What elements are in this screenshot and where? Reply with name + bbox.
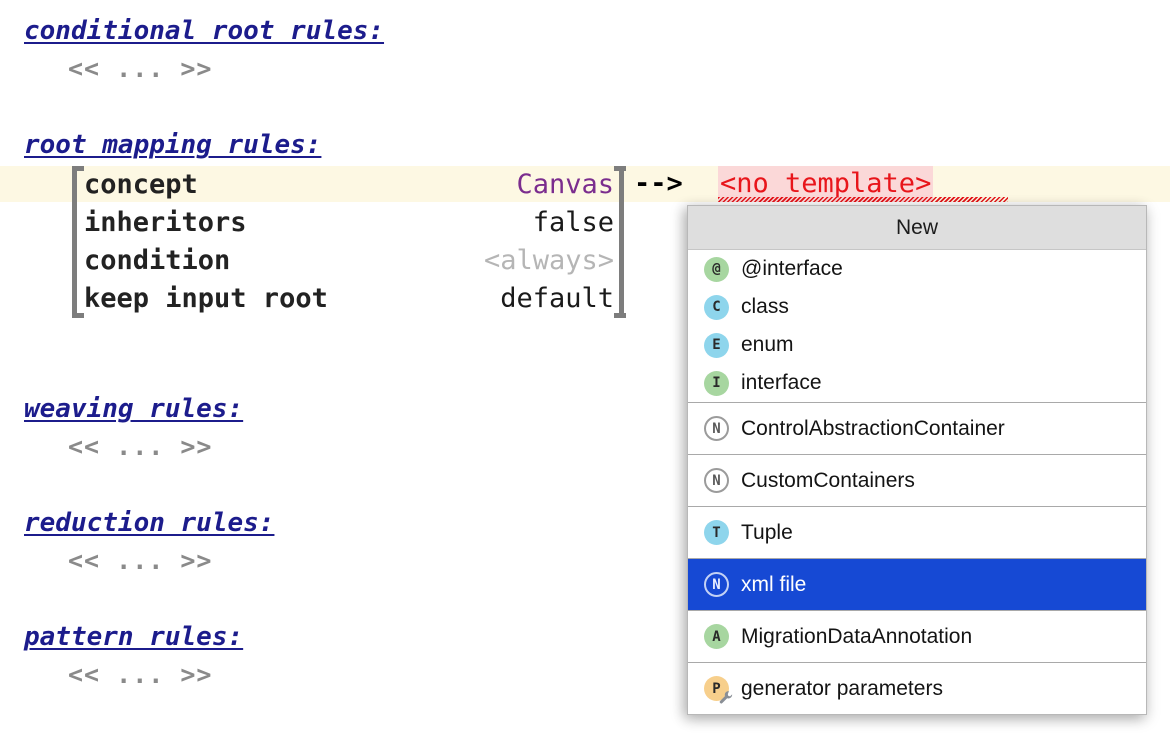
mapping-arrow-icon: -->: [634, 168, 683, 199]
popup-item-label: CustomContainers: [741, 468, 915, 492]
enum-icon: E: [704, 332, 729, 358]
popup-item-label: generator parameters: [741, 676, 943, 700]
popup-item-label: enum: [741, 333, 794, 356]
section-header-weaving-rules[interactable]: weaving rules:: [24, 394, 244, 424]
table-row[interactable]: condition <always>: [84, 242, 614, 280]
property-label-keep-input-root: keep input root: [84, 283, 328, 314]
table-row[interactable]: inheritors false: [84, 204, 614, 242]
popup-item-label: Tuple: [741, 520, 793, 544]
section-placeholder-conditional-root-rules[interactable]: << ... >>: [68, 54, 213, 83]
node-icon: N: [704, 572, 729, 597]
bracket-right-icon: [614, 166, 628, 318]
root-mapping-rule-table: concept Canvas inheritors false conditio…: [84, 166, 614, 318]
generator-parameters-icon: P: [704, 676, 733, 704]
popup-item-controlabstractioncontainer[interactable]: N ControlAbstractionContainer: [688, 403, 1146, 454]
error-squiggle-underline: [718, 197, 1008, 202]
class-icon: C: [704, 294, 729, 320]
property-value-keep-input-root[interactable]: default: [500, 283, 614, 314]
property-label-condition: condition: [84, 245, 231, 276]
property-label-inheritors: inheritors: [84, 207, 247, 238]
popup-item-label: ControlAbstractionContainer: [741, 416, 1005, 440]
node-icon: N: [704, 416, 729, 441]
property-value-concept[interactable]: Canvas: [516, 169, 614, 200]
popup-item-label: MigrationDataAnnotation: [741, 624, 973, 648]
at-annotation-icon: @: [704, 256, 729, 282]
popup-item-label: @interface: [741, 257, 843, 280]
popup-group: N CustomContainers: [688, 454, 1146, 506]
property-value-condition[interactable]: <always>: [483, 245, 614, 276]
popup-group: T Tuple: [688, 506, 1146, 558]
bracket-left-icon: [68, 166, 84, 318]
popup-item-interface[interactable]: @ @interface: [688, 250, 1146, 288]
section-header-reduction-rules[interactable]: reduction rules:: [24, 508, 275, 538]
popup-group: N ControlAbstractionContainer: [688, 402, 1146, 454]
section-placeholder-pattern-rules[interactable]: << ... >>: [68, 660, 213, 689]
section-placeholder-reduction-rules[interactable]: << ... >>: [68, 546, 213, 575]
tuple-icon: T: [704, 520, 729, 545]
property-value-inheritors[interactable]: false: [532, 207, 614, 238]
popup-item-label: xml file: [741, 572, 807, 596]
popup-item-tuple[interactable]: T Tuple: [688, 507, 1146, 558]
table-row[interactable]: concept Canvas: [84, 166, 614, 204]
popup-title: New: [688, 206, 1146, 250]
root-mapping-rule-block[interactable]: concept Canvas inheritors false conditio…: [68, 166, 628, 318]
popup-group: A MigrationDataAnnotation: [688, 610, 1146, 662]
popup-item-migrationdataannotation[interactable]: A MigrationDataAnnotation: [688, 611, 1146, 662]
template-slot-no-template[interactable]: <no template>: [718, 166, 934, 202]
property-label-concept: concept: [84, 169, 198, 200]
section-header-root-mapping-rules[interactable]: root mapping rules:: [24, 130, 322, 160]
annotation-icon: A: [704, 624, 729, 649]
popup-item-customcontainers[interactable]: N CustomContainers: [688, 455, 1146, 506]
section-header-conditional-root-rules[interactable]: conditional root rules:: [24, 16, 385, 46]
table-row[interactable]: keep input root default: [84, 280, 614, 318]
interface-icon: I: [704, 370, 729, 396]
caret-line-highlight: [0, 166, 1170, 202]
popup-item-label: class: [741, 295, 789, 318]
node-icon: N: [704, 468, 729, 493]
section-placeholder-weaving-rules[interactable]: << ... >>: [68, 432, 213, 461]
section-header-pattern-rules[interactable]: pattern rules:: [24, 622, 244, 652]
popup-item-label: interface: [741, 371, 822, 394]
